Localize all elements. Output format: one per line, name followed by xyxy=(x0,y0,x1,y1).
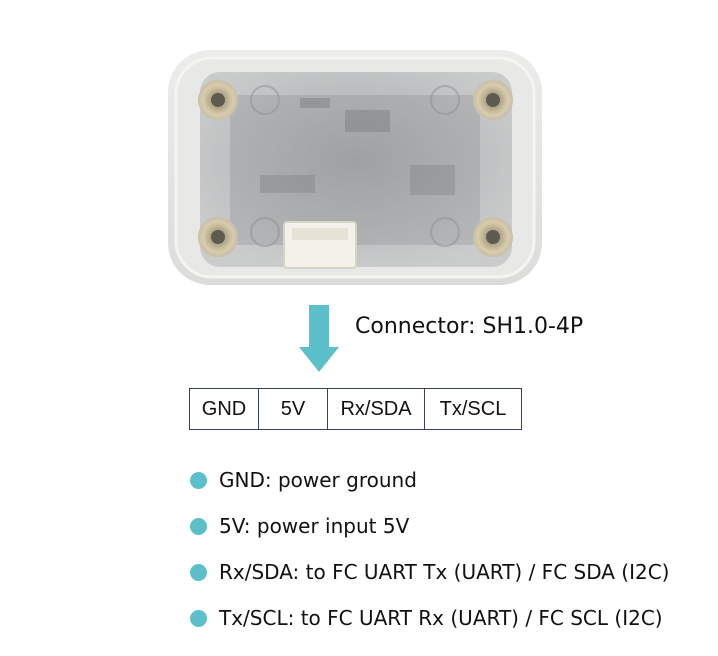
pinout-table: GND 5V Rx/SDA Tx/SCL xyxy=(189,388,522,430)
legend-item: 5V: power input 5V xyxy=(190,503,670,549)
screw-bottom-right xyxy=(473,217,513,257)
pin-legend: GND: power ground 5V: power input 5V Rx/… xyxy=(190,457,670,641)
down-arrow-icon xyxy=(299,305,339,372)
screw-bottom-left xyxy=(198,217,238,257)
legend-item: Tx/SCL: to FC UART Rx (UART) / FC SCL (I… xyxy=(190,595,670,641)
bullet-dot-icon xyxy=(190,609,207,627)
bullet-dot-icon xyxy=(190,471,207,489)
bullet-dot-icon xyxy=(190,563,207,581)
legend-text: 5V: power input 5V xyxy=(219,514,410,538)
module-illustration xyxy=(168,50,542,372)
circuit-board xyxy=(200,72,512,267)
legend-item: GND: power ground xyxy=(190,457,670,503)
pin-5v: 5V xyxy=(259,389,328,429)
bullet-dot-icon xyxy=(190,517,207,535)
legend-text: Tx/SCL: to FC UART Rx (UART) / FC SCL (I… xyxy=(219,606,663,630)
pin-tx-scl: Tx/SCL xyxy=(439,398,507,420)
screw-top-right xyxy=(473,80,513,120)
legend-item: Rx/SDA: to FC UART Tx (UART) / FC SDA (I… xyxy=(190,549,670,595)
legend-text: Rx/SDA: to FC UART Tx (UART) / FC SDA (I… xyxy=(219,560,670,584)
connector-label: Connector: SH1.0-4P xyxy=(355,314,584,339)
sh-connector-socket xyxy=(283,221,357,269)
legend-text: GND: power ground xyxy=(219,468,417,492)
screw-top-left xyxy=(198,80,238,120)
pin-rx-sda: Rx/SDA xyxy=(328,389,425,429)
pin-gnd: GND xyxy=(190,389,259,429)
